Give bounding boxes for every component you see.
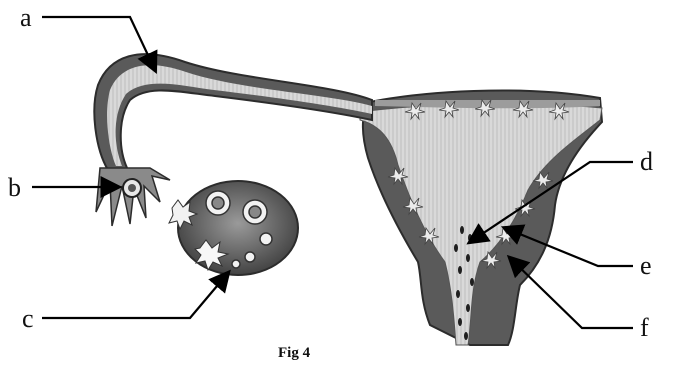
label-c: c <box>22 304 34 333</box>
ovary <box>169 181 298 275</box>
label-a: a <box>20 3 32 32</box>
label-d: d <box>640 147 653 176</box>
leader-c <box>42 273 228 318</box>
uterus <box>360 90 602 345</box>
ovum <box>123 179 141 197</box>
label-f: f <box>640 313 649 342</box>
figure-caption: Fig 4 <box>278 345 311 361</box>
label-b: b <box>8 173 21 202</box>
label-e: e <box>640 251 652 280</box>
